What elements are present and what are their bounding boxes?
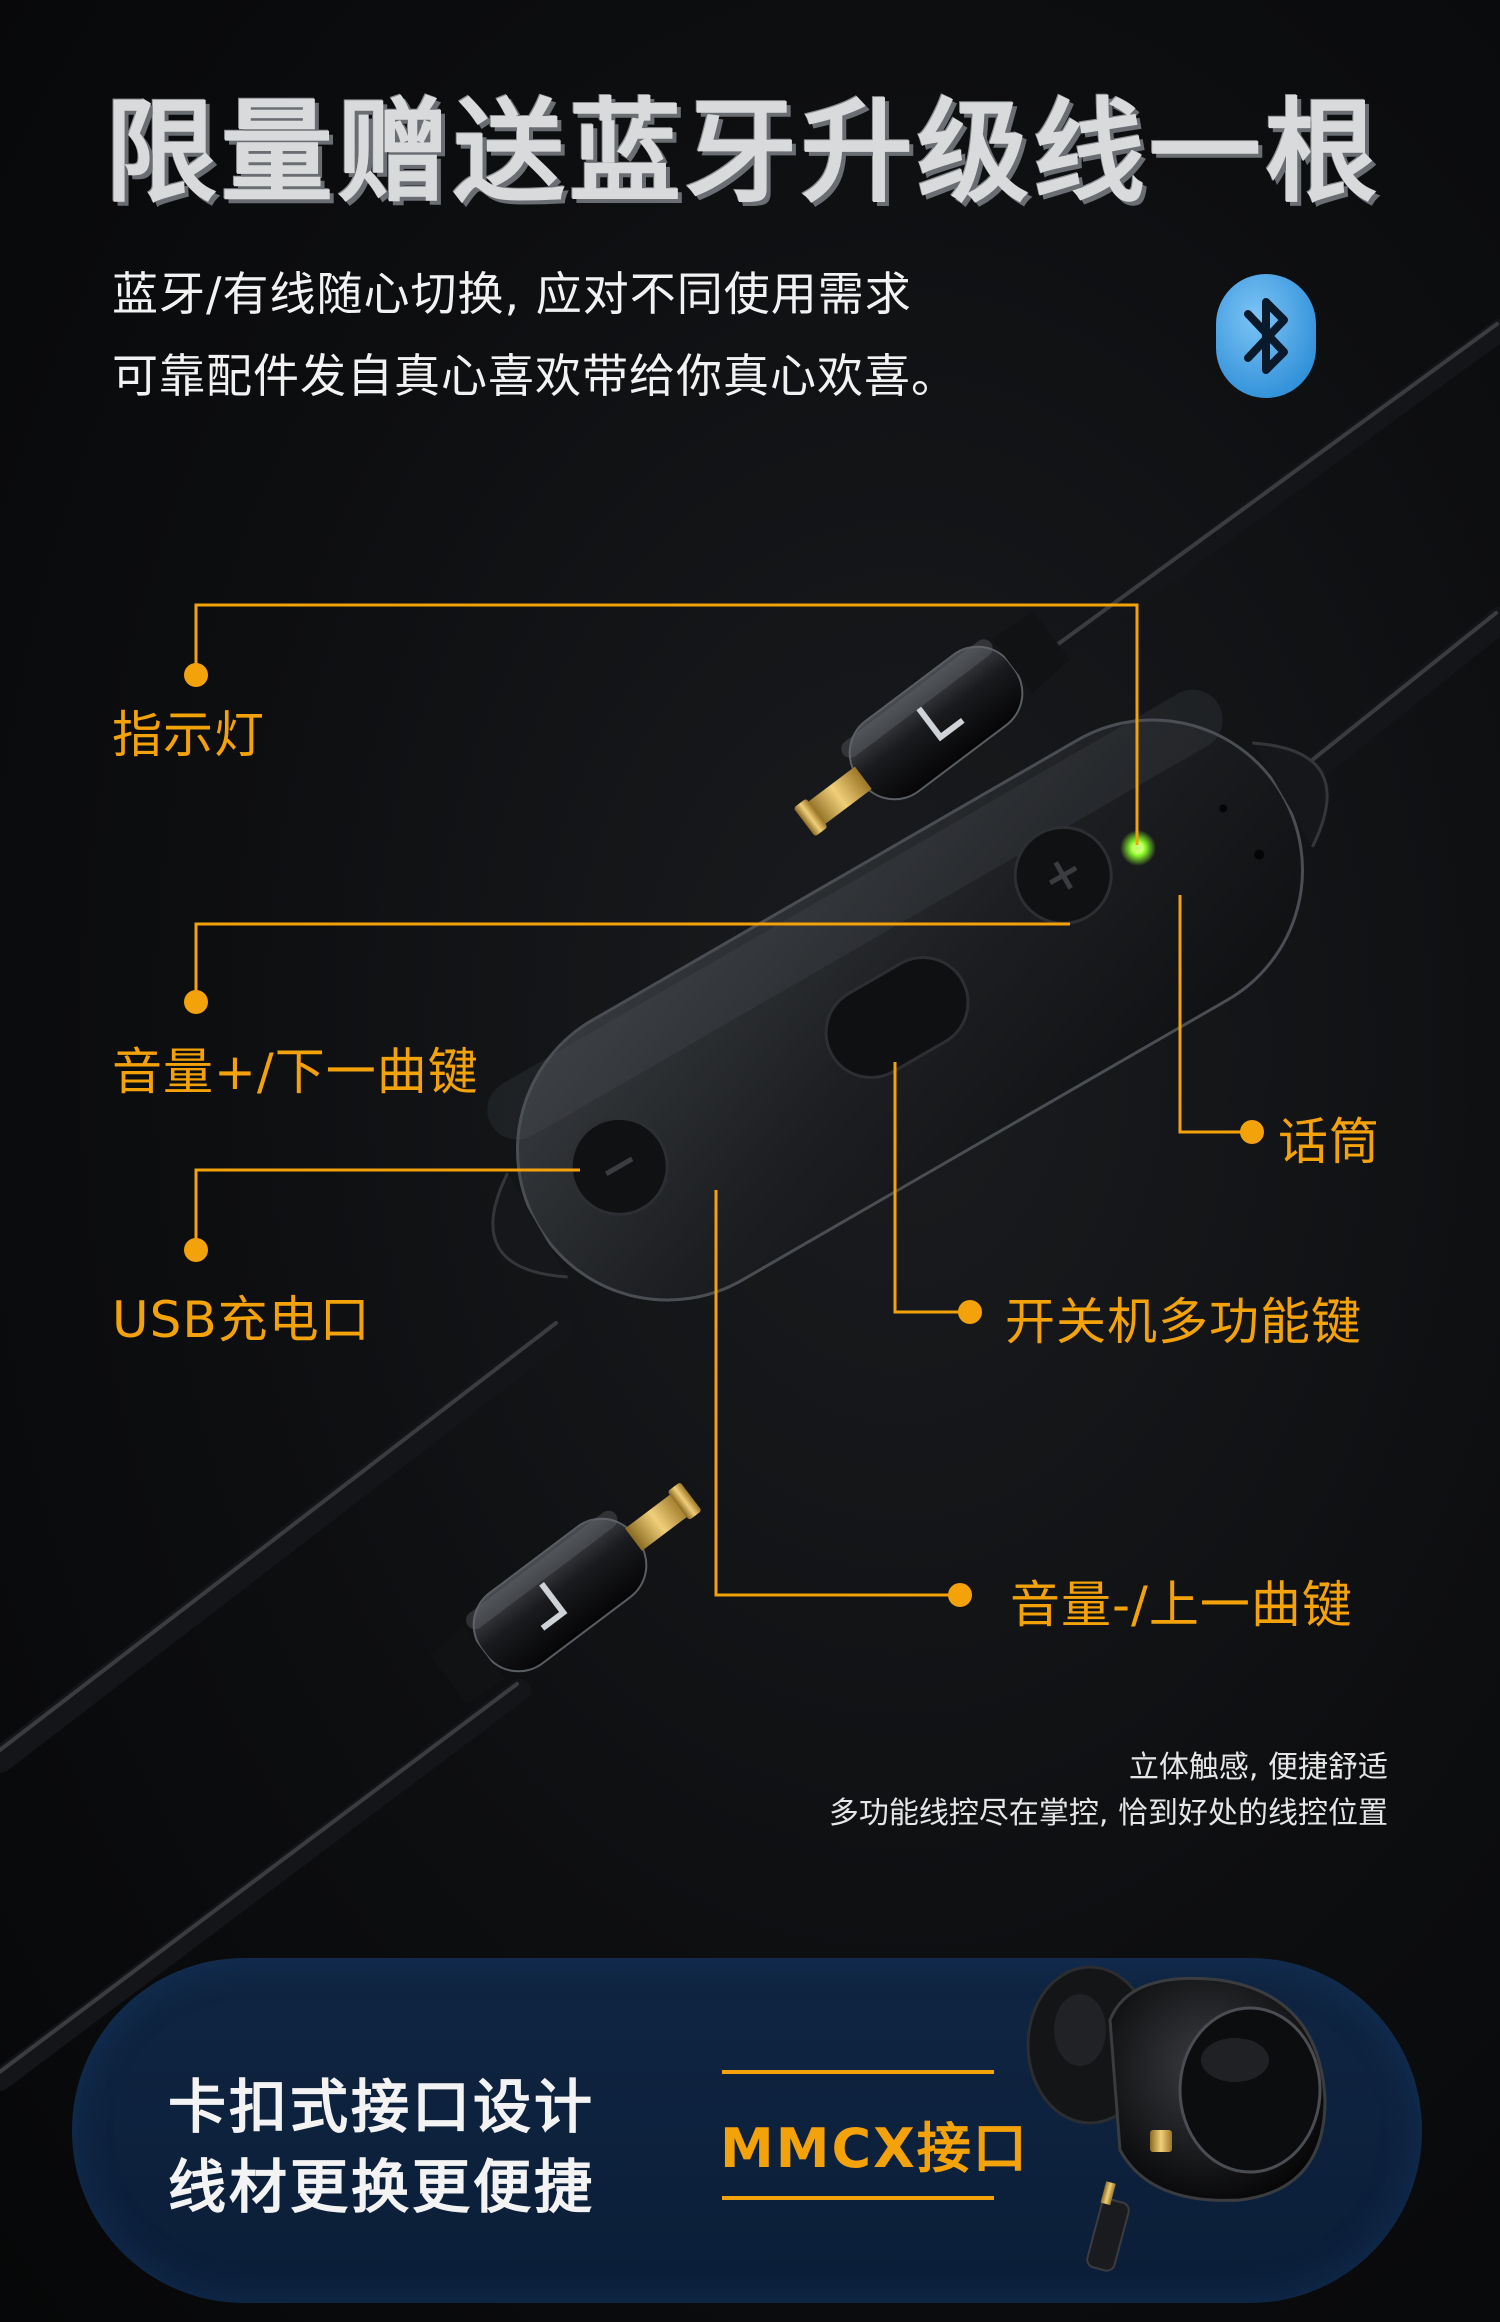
callout-power-button: 开关机多功能键 — [1005, 1293, 1362, 1351]
tagline-line-1: 立体触感, 便捷舒适 — [1128, 1750, 1388, 1785]
cable-group — [0, 319, 1500, 2091]
callout-volume-up: 音量+/下一曲键 — [112, 1043, 479, 1101]
cable-upper — [1009, 319, 1500, 691]
callout-dots — [184, 663, 1264, 1607]
earphone-image — [1026, 1965, 1327, 2272]
page-title: 限量赠送蓝牙升级线一根 — [105, 88, 1381, 218]
cable-lower-left — [0, 1317, 573, 1773]
remote-control — [487, 689, 1329, 1302]
microphone-hole — [1254, 849, 1265, 860]
mmcx-top-rule — [722, 2070, 994, 2074]
mmcx-plug-upper — [794, 611, 1070, 836]
mmcx-plug-lower — [430, 1483, 701, 1704]
mmcx-bottom-rule — [722, 2196, 994, 2200]
intro-line-2: 可靠配件发自真心喜欢带给你真心欢喜。 — [112, 349, 958, 403]
mmcx-label: MMCX接口 — [720, 2117, 1029, 2180]
callout-indicator-light: 指示灯 — [112, 706, 265, 764]
panel-line-1: 卡扣式接口设计 — [168, 2073, 596, 2141]
callout-microphone: 话筒 — [1278, 1113, 1380, 1171]
panel-line-2: 线材更换更便捷 — [168, 2153, 596, 2221]
tagline-line-2: 多功能线控尽在掌控, 恰到好处的线控位置 — [828, 1796, 1388, 1831]
callout-lines — [194, 603, 1252, 1597]
bluetooth-icon — [1216, 274, 1316, 398]
power-multifunction-button — [824, 956, 970, 1079]
cable-bottom — [0, 1679, 531, 2091]
callout-volume-down: 音量-/上一曲键 — [1010, 1576, 1353, 1634]
intro-line-1: 蓝牙/有线随心切换, 应对不同使用需求 — [112, 267, 912, 321]
callout-usb-port: USB充电口 — [112, 1291, 371, 1349]
